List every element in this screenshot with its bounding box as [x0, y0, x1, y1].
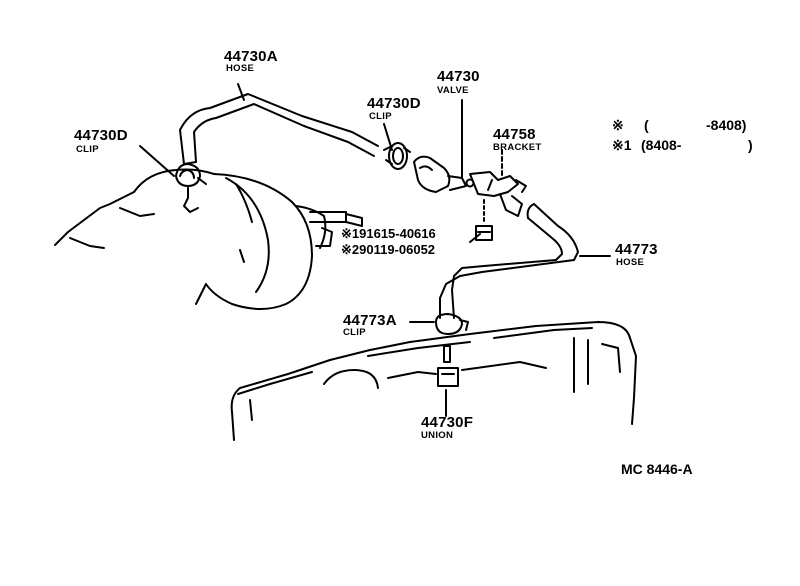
clip-center-leader-line [383, 123, 393, 151]
part-name-union: UNION [421, 430, 454, 441]
legend-row-1-open: ( [644, 117, 649, 133]
part-name-valve: VALVE [437, 85, 469, 96]
clip-44730d-center-drawing [383, 142, 411, 170]
part-number-hose-a: 44730A [224, 48, 278, 65]
clip-left-leader-line [139, 145, 175, 177]
part-name-clip-a: CLIP [343, 327, 366, 338]
bolt-nut-drawing [475, 199, 493, 241]
part-number-clip-d-left: 44730D [74, 127, 128, 144]
alt-part-number-2: ※290119-06052 [341, 242, 436, 257]
legend-row-2-close: ) [748, 137, 753, 153]
clip-44730d-left-drawing [175, 163, 207, 213]
part-number-hose-b: 44773 [615, 241, 658, 258]
part-number-valve: 44730 [437, 68, 480, 85]
engine-valve-cover [230, 321, 637, 441]
bolt-leader-line [469, 233, 481, 243]
hose-44730a-drawing [179, 93, 379, 165]
legend-row-1-range: -8408) [706, 117, 747, 133]
part-number-clip-a: 44773A [343, 312, 397, 329]
part-name-clip-d-center: CLIP [369, 111, 392, 122]
part-number-bracket: 44758 [493, 126, 536, 143]
bracket-44758-drawing [469, 149, 527, 217]
part-number-clip-d-center: 44730D [367, 95, 421, 112]
part-number-union: 44730F [421, 414, 474, 431]
clip-44773a-drawing [435, 313, 469, 335]
part-name-bracket: BRACKET [493, 142, 542, 153]
legend-row-1-mark: ※ [612, 117, 624, 133]
diagram-code: MC 8446-A [621, 461, 693, 477]
hose-a-leader-line [237, 83, 245, 101]
valve-44730-drawing [413, 155, 475, 193]
union-44730f-drawing [437, 345, 459, 387]
part-name-clip-d-left: CLIP [76, 144, 99, 155]
brake-booster-outline [54, 168, 363, 310]
hose-44773-drawing [439, 203, 579, 319]
part-name-hose-a: HOSE [226, 63, 255, 74]
part-name-hose-b: HOSE [616, 257, 645, 268]
alt-part-number-1: ※191615-40616 [341, 226, 436, 241]
legend-row-2-mark: ※1 [612, 137, 632, 153]
legend-row-2-range: (8408- [641, 137, 682, 153]
